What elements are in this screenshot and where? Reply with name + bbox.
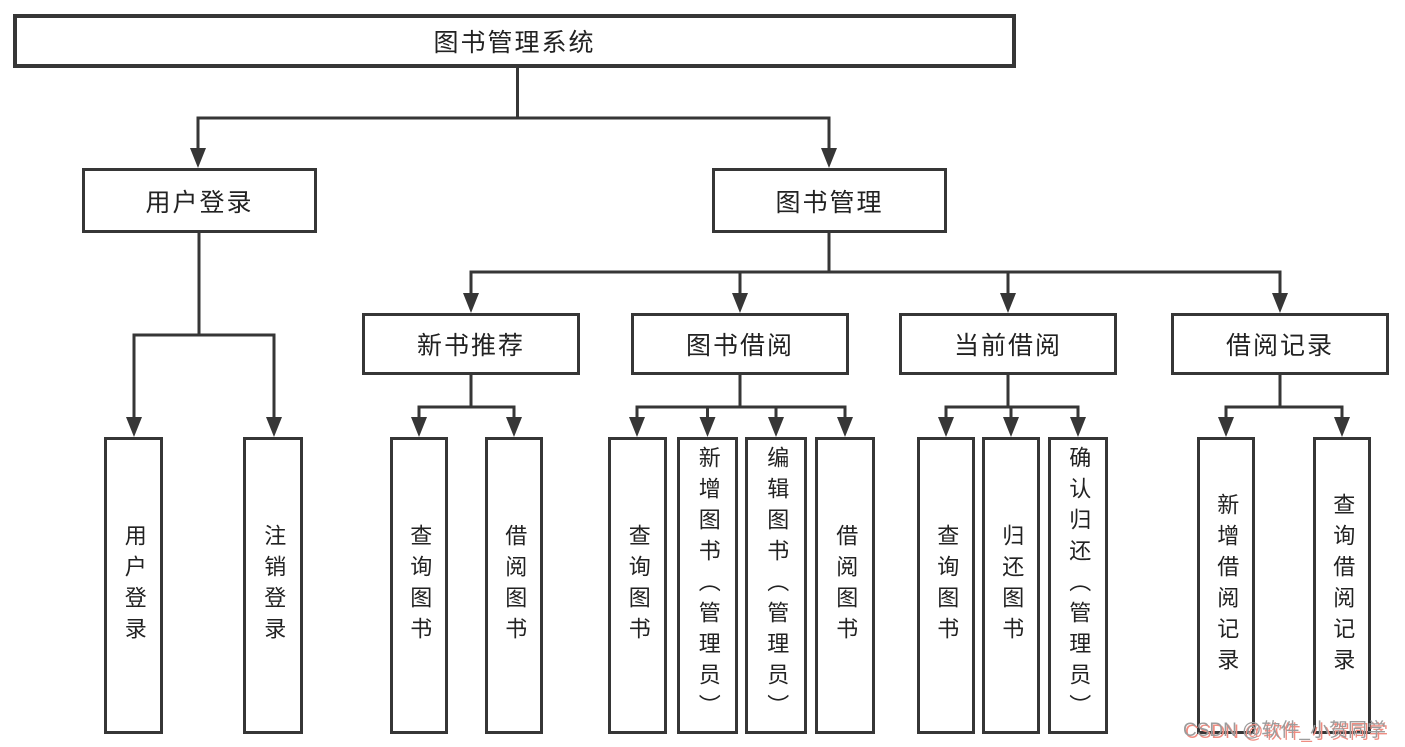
leaf-borrow-borrow-book: 借阅图书 [815,437,875,734]
leaf-current-query-book-label: 查询图书 [934,523,960,648]
leaf-logout-label: 注销登录 [261,523,287,648]
connectors-book-management-children [463,233,1288,313]
leaf-recommend-borrow-book-label: 借阅图书 [502,523,528,648]
connectors-new-book-children [411,375,522,437]
leaf-borrow-query-book-label: 查询图书 [625,523,651,648]
connectors-borrow-records-children [1218,375,1350,437]
leaf-current-query-book: 查询图书 [917,437,975,734]
leaf-current-confirm-return-admin: 确认归还（管理员） [1048,437,1108,734]
leaf-logout: 注销登录 [243,437,303,734]
leaf-current-return-book: 归还图书 [982,437,1040,734]
leaf-borrow-query-book: 查询图书 [608,437,667,734]
node-borrowing-records: 借阅记录 [1171,313,1389,375]
leaf-user-login-label: 用户登录 [121,523,147,648]
leaf-records-add-record: 新增借阅记录 [1197,437,1255,734]
node-new-book-recommend: 新书推荐 [362,313,580,375]
node-user-login: 用户登录 [82,168,317,233]
leaf-recommend-query-book-label: 查询图书 [407,523,433,648]
node-book-management: 图书管理 [712,168,947,233]
leaf-recommend-query-book: 查询图书 [390,437,448,734]
leaf-current-confirm-return-admin-label: 确认归还（管理员） [1066,446,1092,725]
leaf-borrow-borrow-book-label: 借阅图书 [833,523,859,648]
leaf-borrow-edit-book-admin-label: 编辑图书（管理员） [764,446,790,725]
csdn-watermark: CSDN @软件_小贺同学 [1183,720,1386,741]
leaf-recommend-borrow-book: 借阅图书 [485,437,543,734]
connectors-user-login-children [126,233,282,437]
leaf-borrow-add-book-admin-label: 新增图书（管理员） [695,446,721,725]
connectors-current-borrow-children [938,375,1086,437]
leaf-records-query-record: 查询借阅记录 [1313,437,1371,734]
node-library-management-system: 图书管理系统 [13,14,1016,68]
leaf-borrow-edit-book-admin: 编辑图书（管理员） [745,437,807,734]
leaf-records-add-record-label: 新增借阅记录 [1214,492,1240,679]
connectors-book-borrow-children [629,375,853,437]
connectors-root-to-level2 [190,68,837,168]
node-book-borrowing: 图书借阅 [631,313,849,375]
leaf-user-login: 用户登录 [104,437,163,734]
leaf-current-return-book-label: 归还图书 [999,523,1025,648]
leaf-borrow-add-book-admin: 新增图书（管理员） [677,437,738,734]
node-current-borrowing: 当前借阅 [899,313,1117,375]
leaf-records-query-record-label: 查询借阅记录 [1330,492,1356,679]
